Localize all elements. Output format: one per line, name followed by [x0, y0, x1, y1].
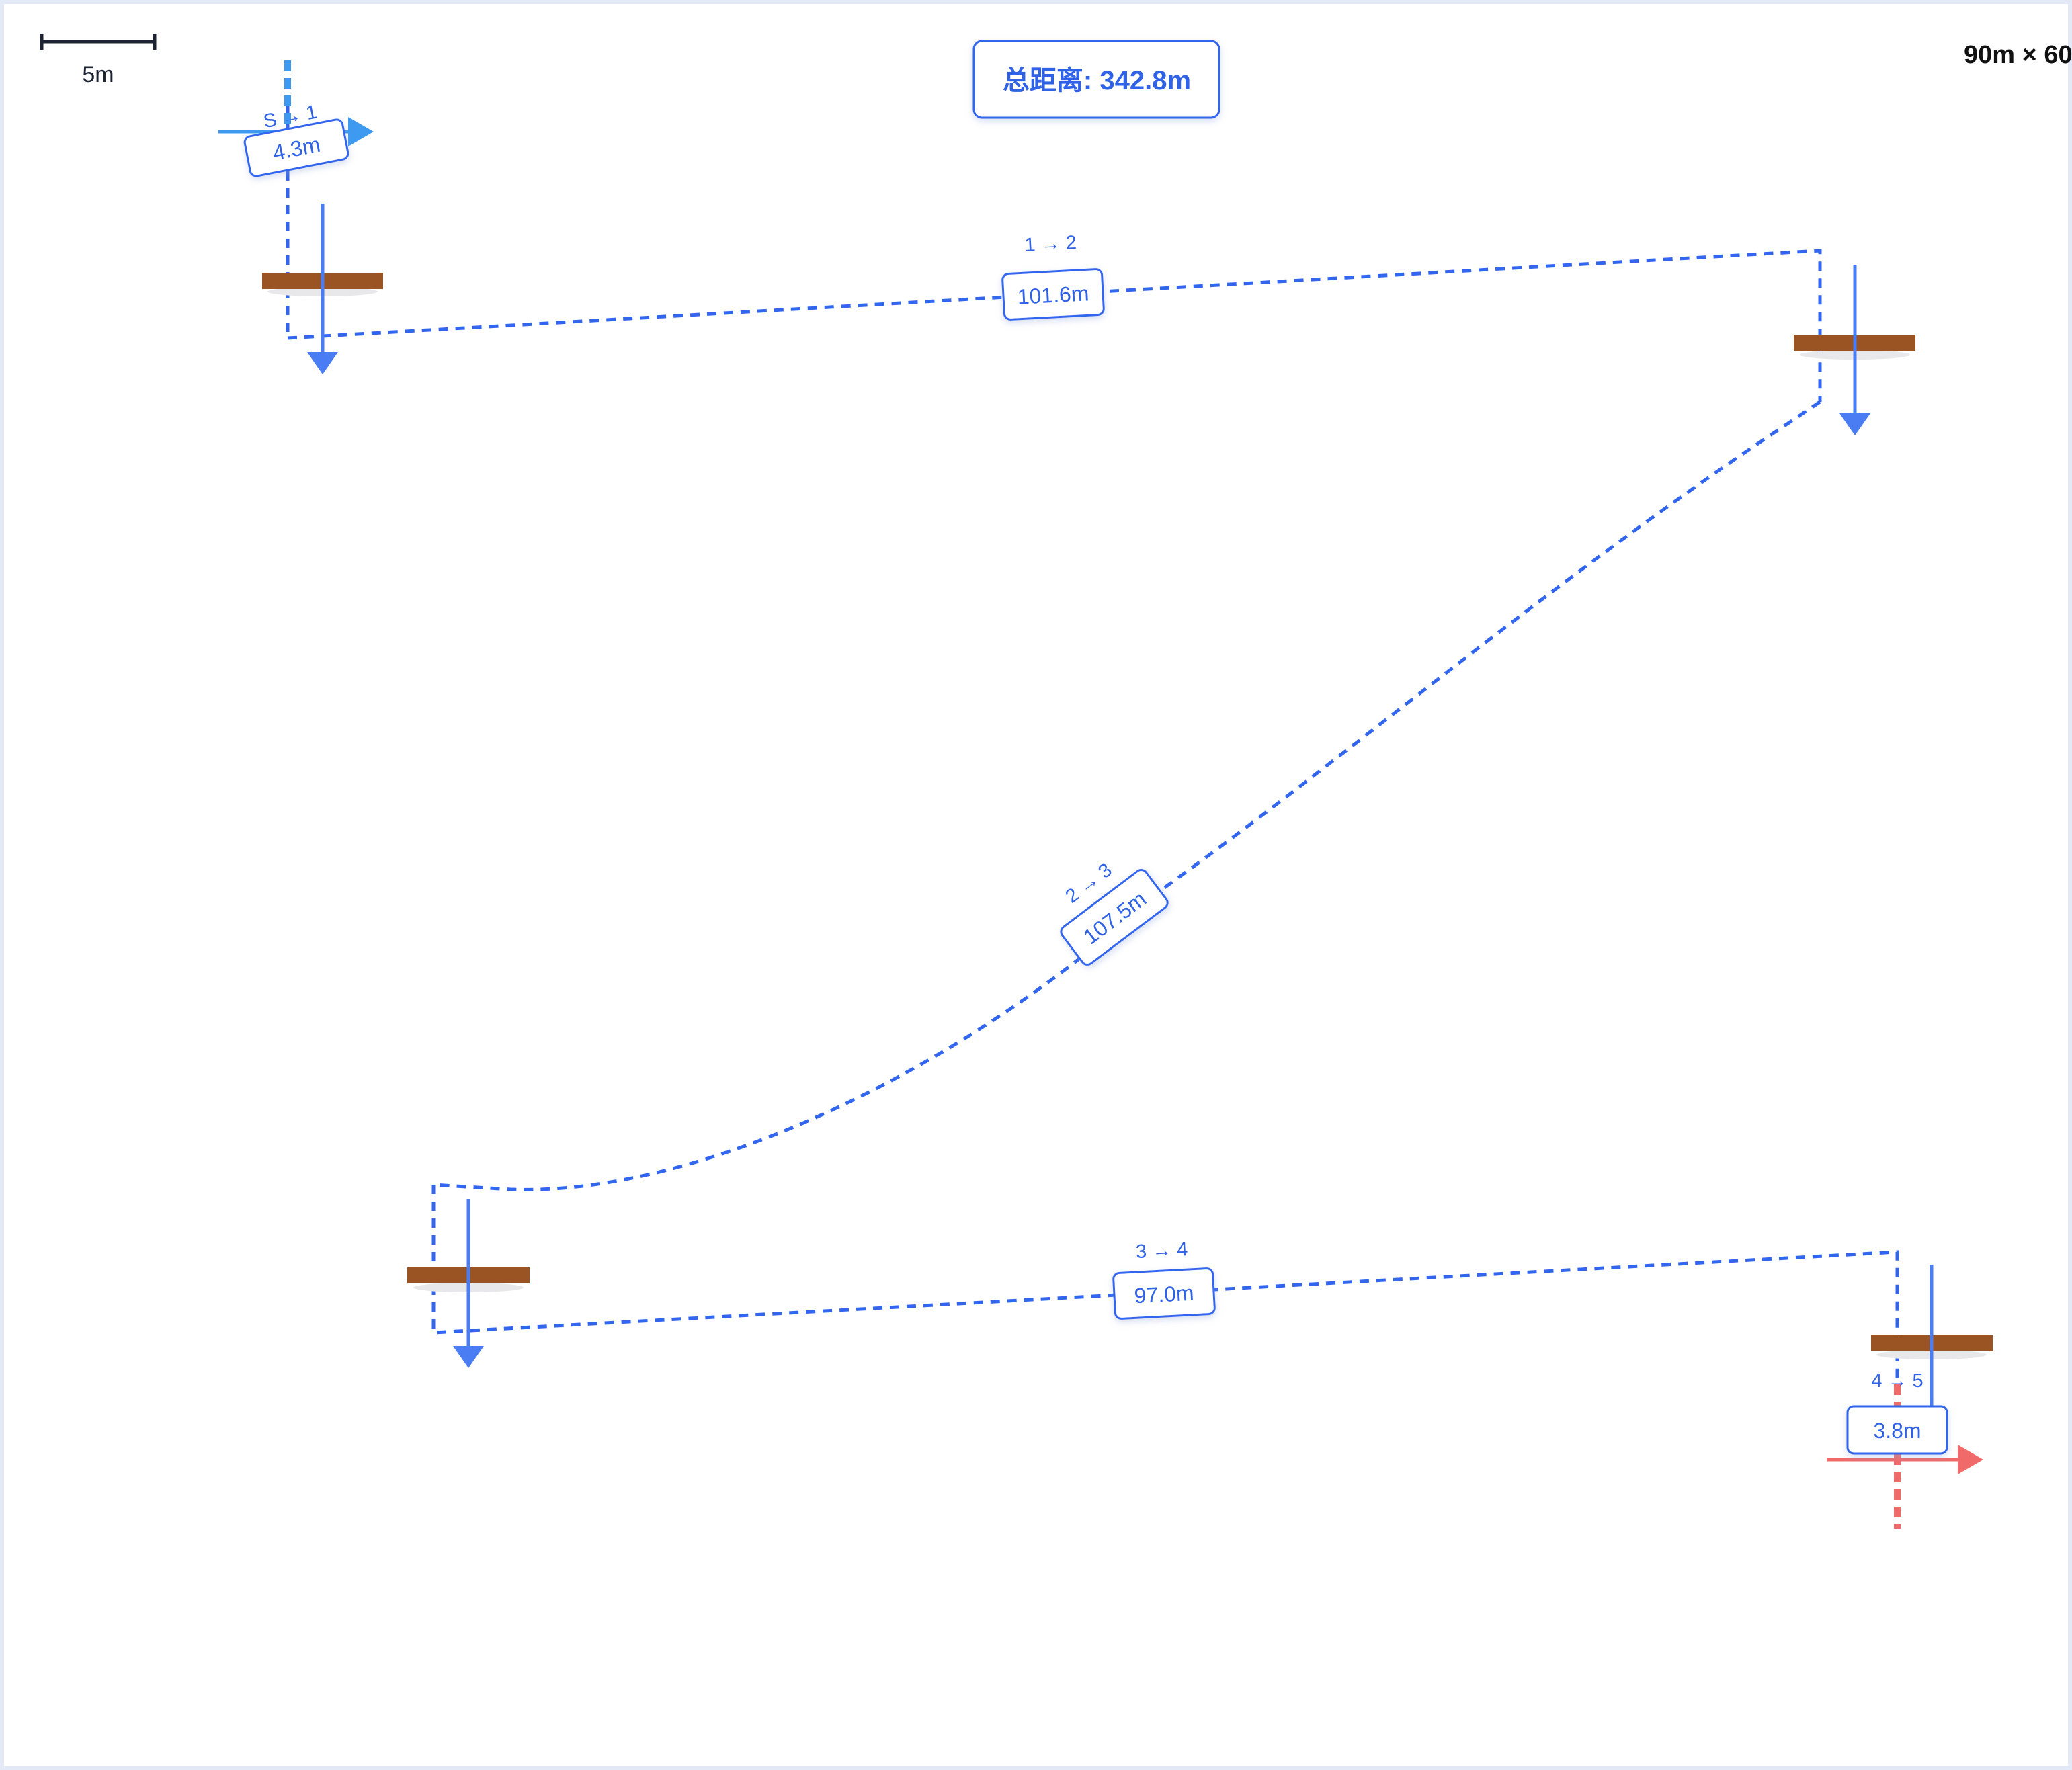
obstacle-2-direction-arrow-icon [1839, 413, 1870, 435]
start-arrow-icon [348, 117, 374, 146]
segment-label-4-5: 4 → 5 3.8m [1846, 1370, 1948, 1455]
segment-route-text: 4 → 5 [1871, 1370, 1923, 1392]
segment-route-text: 1 → 2 [1024, 232, 1077, 256]
scale-bar-label: 5m [82, 62, 114, 87]
total-distance-text: 总距离: 342.8m [1003, 66, 1191, 95]
obstacle-1 [262, 204, 383, 374]
segment-distance-text: 3.8m [1873, 1419, 1921, 1443]
segment-route-text: 3 → 4 [1135, 1238, 1188, 1263]
scale-bar: 5m [40, 34, 157, 87]
total-distance-badge: 总距离: 342.8m [972, 40, 1220, 119]
segment-distance-text: 97.0m [1134, 1281, 1195, 1308]
field-size-label: 90m × 60m [1964, 41, 2072, 69]
obstacle-1-direction-arrow-icon [307, 352, 338, 374]
obstacle-4 [1871, 1265, 1993, 1418]
obstacle-2 [1794, 265, 1915, 435]
segment-label-1-2: 1 → 2 101.6m [1001, 232, 1105, 321]
segment-distance-text: 101.6m [1017, 281, 1089, 309]
obstacle-3 [407, 1199, 530, 1368]
segment-label-3-4: 3 → 4 97.0m [1112, 1238, 1216, 1320]
segment-label-s-1: S → 1 4.3m [243, 101, 349, 177]
end-arrow-icon [1958, 1445, 1983, 1474]
obstacle-3-direction-arrow-icon [453, 1346, 484, 1368]
